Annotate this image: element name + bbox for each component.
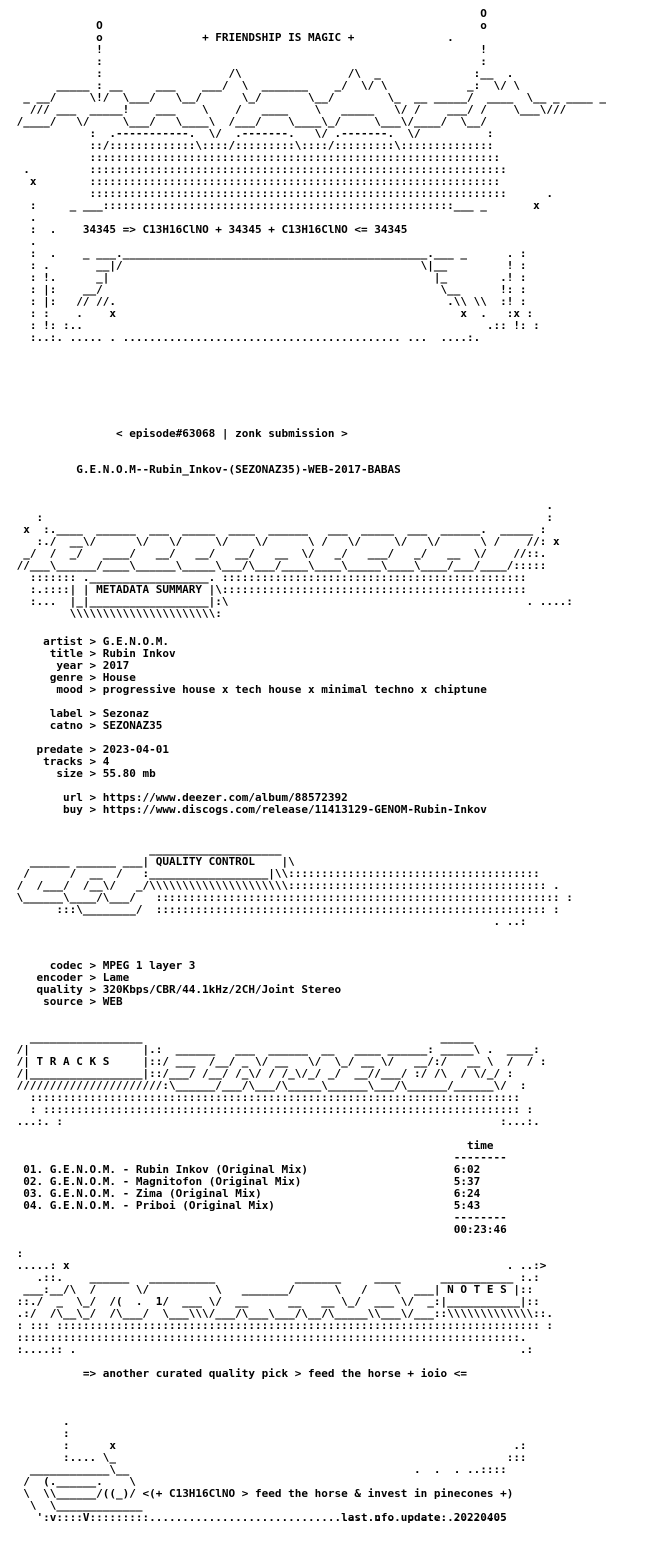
track-artist: G.E.N.O.M. — [49, 1199, 116, 1212]
metadata-line: artist > G.E.N.O.M. — [10, 635, 169, 648]
notes-text-block: => another curated quality pick > feed t… — [10, 1368, 467, 1380]
quality-section-banner: ____________________ ______ ______ ___| … — [16, 843, 573, 928]
quality-heading: QUALITY CONTROL — [155, 855, 256, 868]
track-number: 02. — [23, 1175, 44, 1188]
total-time: 00:23:46 — [453, 1223, 507, 1236]
track-time: 6:02 — [453, 1163, 481, 1176]
episode-line: < episode#63068 | zonk submission > — [115, 427, 348, 440]
metadata-line: genre > House — [10, 671, 136, 684]
time-header: time — [466, 1139, 494, 1152]
tracks-section-banner: _________________ _____ /| |.: ______ __… — [16, 1031, 547, 1128]
track-artist: G.E.N.O.M. — [49, 1187, 116, 1200]
metadata-line: catno > SEZONAZ35 — [10, 719, 163, 732]
last-update-block: last nfo update: 20220405 — [10, 1512, 507, 1524]
quality-line: codec > MPEG 1 layer 3 — [10, 959, 196, 972]
track-time: 5:37 — [453, 1175, 481, 1188]
track-title: Rubin Inkov (Original Mix) — [135, 1163, 309, 1176]
footer-slogan: <(+ C13H16ClNO > feed the horse & invest… — [142, 1487, 514, 1500]
release-name: G.E.N.O.M--Rubin_Inkov-(SEZONAZ35)-WEB-2… — [76, 463, 401, 476]
quality-line: encoder > Lame — [10, 971, 130, 984]
last-update: last nfo update: 20220405 — [341, 1511, 507, 1524]
formula-text: 34345 => C13H16ClNO + 34345 + C13H16ClNO… — [82, 223, 408, 236]
metadata-heading: METADATA SUMMARY — [96, 583, 203, 596]
track-number: 01. — [23, 1163, 44, 1176]
metadata-line: predate > 2023-04-01 — [10, 743, 169, 756]
release-title-block: < episode#63068 | zonk submission > G.E.… — [10, 428, 401, 476]
track-time: 6:24 — [453, 1187, 481, 1200]
tracks-heading: T R A C K S — [36, 1055, 110, 1068]
track-number: 04. — [23, 1199, 44, 1212]
banner-text: + FRIENDSHIP IS MAGIC + — [202, 31, 355, 44]
track-list: time -------- 01. G.E.N.O.M. - Rubin Ink… — [23, 1139, 507, 1236]
header-ascii-art: O O o o + FRIENDSHIP IS MAGIC + . ! — [16, 7, 607, 344]
quality-fields: codec > MPEG 1 layer 3 encoder > Lame qu… — [10, 960, 341, 1008]
track-number: 03. — [23, 1187, 44, 1200]
metadata-line: mood > progressive house x tech house x … — [10, 683, 487, 696]
metadata-line: label > Sezonaz — [10, 707, 150, 720]
notes-heading: N O T E S — [447, 1283, 507, 1296]
metadata-line: year > 2017 — [10, 659, 130, 672]
quality-line: source > WEB — [10, 995, 123, 1008]
metadata-line: size > 55.80 mb — [10, 767, 156, 780]
track-artist: G.E.N.O.M. — [49, 1163, 116, 1176]
footer-ascii-art: . : : x .: :.... \_ ::: ____________\__ — [23, 1415, 527, 1524]
track-time: 5:43 — [453, 1199, 481, 1212]
metadata-section-banner: . : : x :.____ ______ ___ _____ ____ ___… — [16, 499, 573, 620]
track-artist: G.E.N.O.M. — [49, 1175, 116, 1188]
metadata-fields: artist > G.E.N.O.M. title > Rubin Inkov … — [10, 635, 487, 816]
metadata-line: tracks > 4 — [10, 755, 110, 768]
metadata-line: buy > https://www.discogs.com/release/11… — [10, 803, 487, 816]
metadata-line: url > https://www.deezer.com/album/88572… — [10, 791, 348, 804]
notes-section-banner: : .....: x . ..:> .::. ______ __________… — [16, 1247, 554, 1356]
track-title: Magnitofon (Original Mix) — [135, 1175, 302, 1188]
quality-line: quality > 320Kbps/CBR/44.1kHz/2CH/Joint … — [10, 983, 342, 996]
metadata-line: title > Rubin Inkov — [10, 647, 176, 660]
track-title: Priboi (Original Mix) — [135, 1199, 275, 1212]
track-title: Zima (Original Mix) — [135, 1187, 262, 1200]
notes-text: => another curated quality pick > feed t… — [82, 1367, 467, 1380]
